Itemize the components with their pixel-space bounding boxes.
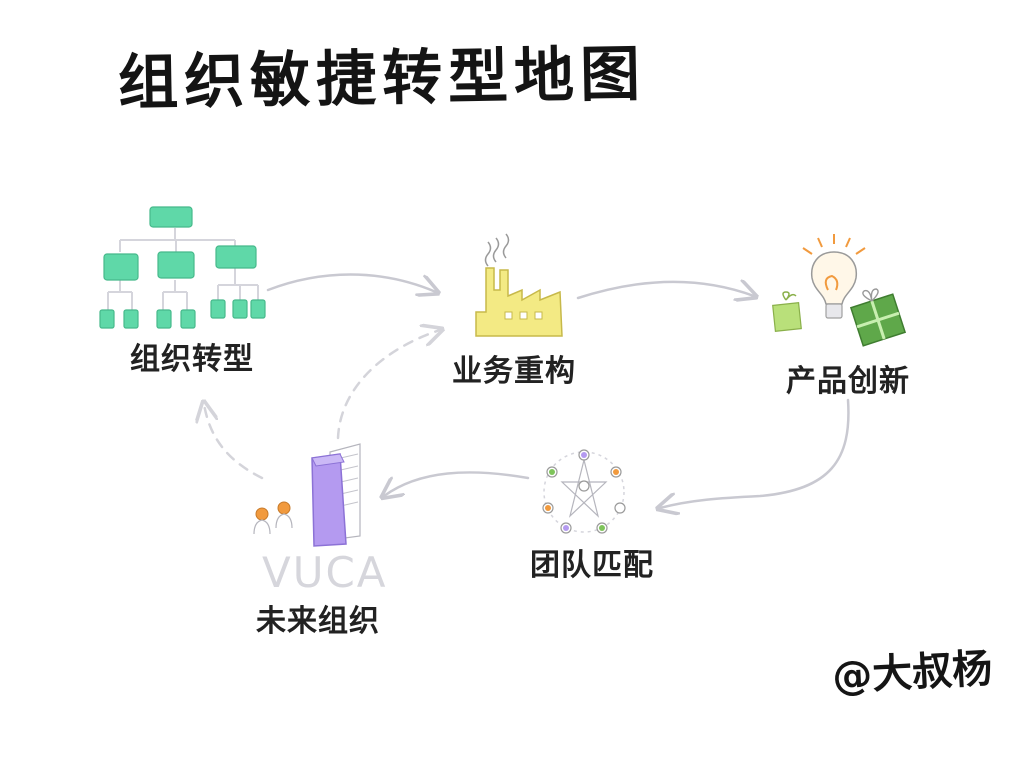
dashed-arrow-future-to-business <box>336 330 440 440</box>
gift-box-icon <box>772 288 907 347</box>
team-network-icon <box>542 449 626 534</box>
vuca-text: VUCA <box>262 548 388 597</box>
dashed-arrow-future-to-org <box>204 404 264 480</box>
node-label-org-transformation: 组织转型 <box>130 342 254 377</box>
node-label-product-innovation: 产品创新 <box>786 364 910 399</box>
lightbulb-icon <box>802 234 866 319</box>
factory-icon <box>475 233 563 337</box>
node-label-business-restructuring: 业务重构 <box>452 354 576 389</box>
people-icon <box>253 501 293 535</box>
arrow-org-to-business <box>266 273 436 293</box>
node-label-team-matching: 团队匹配 <box>530 548 654 583</box>
node-label-future-organization: 未来组织 <box>256 604 380 639</box>
arrow-business-to-product <box>576 282 754 298</box>
arrow-team-to-future <box>384 471 530 496</box>
org-chart-icon <box>99 206 266 329</box>
page-title: 组织敏捷转型地图 <box>117 39 647 119</box>
author-signature: @大叔杨 <box>831 645 994 701</box>
arrow-product-to-team <box>660 398 850 508</box>
building-icon <box>311 443 361 547</box>
